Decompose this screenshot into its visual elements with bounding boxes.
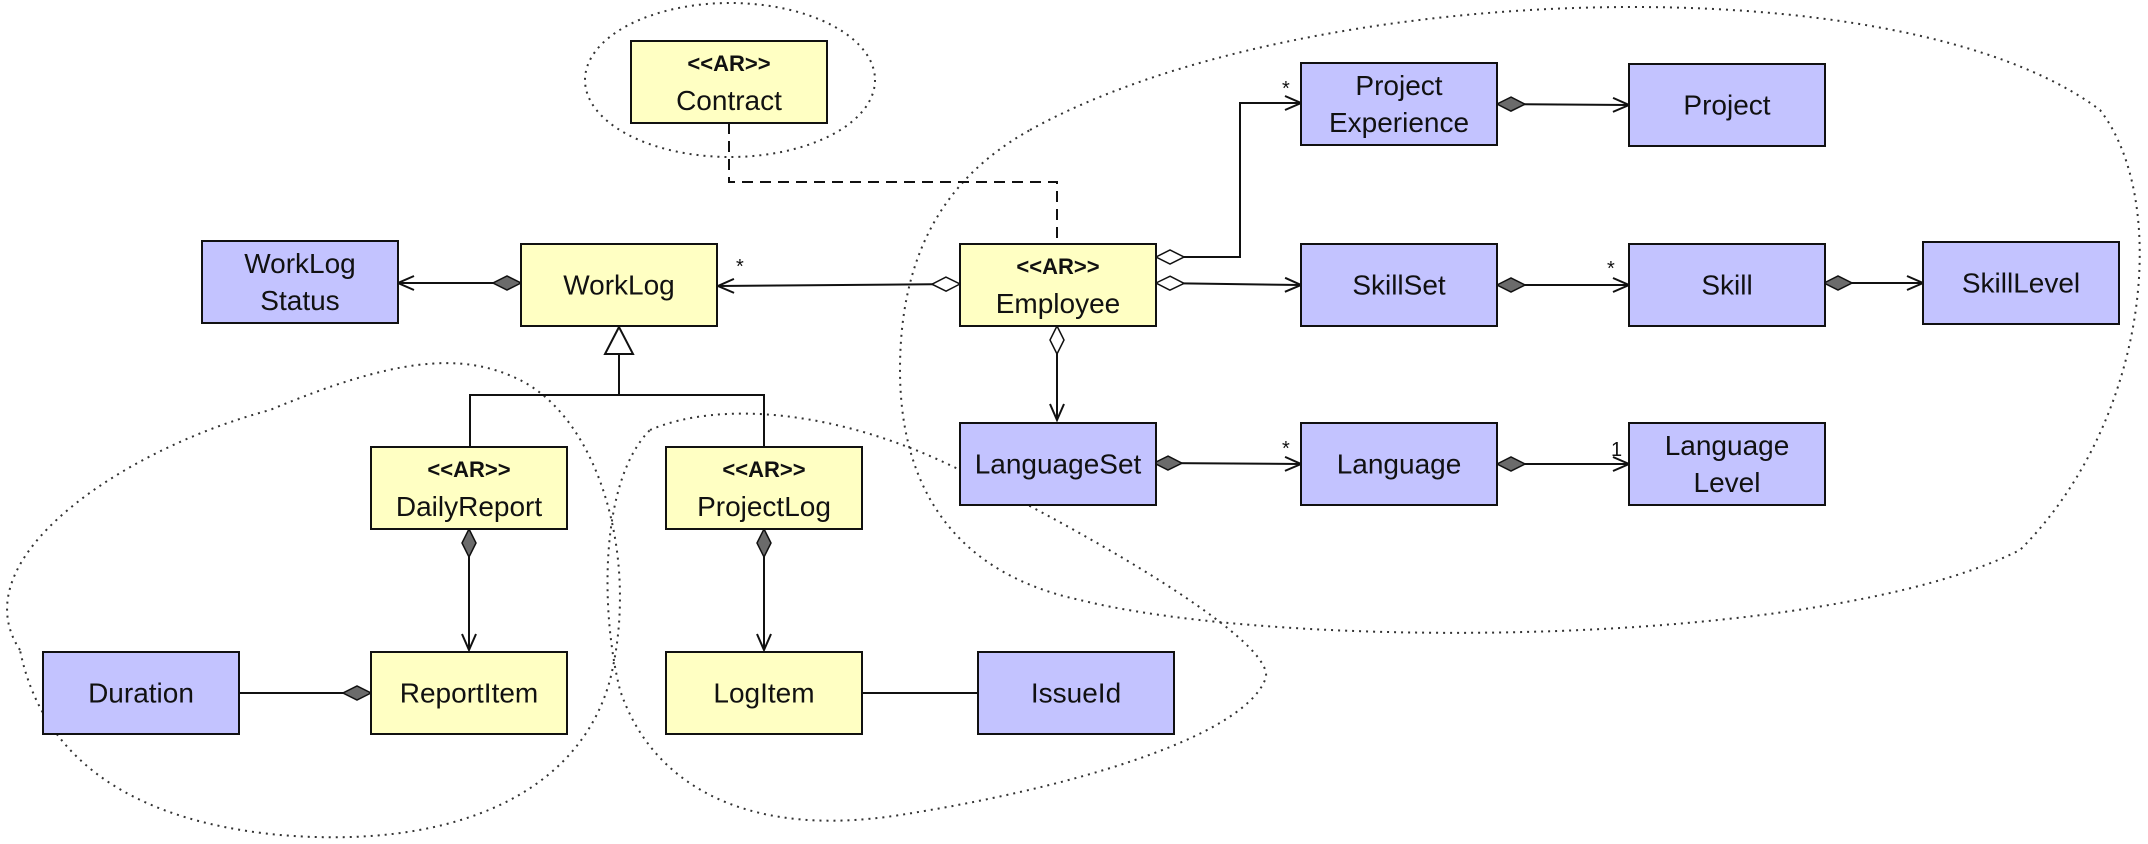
class-skill-level[interactable]: SkillLevel [1922,241,2120,325]
class-name: DailyReport [396,491,542,522]
class-box-rect [42,651,240,735]
class-box-rect [1628,243,1826,327]
class-box-rect [370,446,568,530]
class-skill-set[interactable]: SkillSet [1300,243,1498,327]
class-employee[interactable]: <<AR>> Employee [959,243,1157,327]
projectexperience-project-composition [1497,104,1629,105]
class-contract[interactable]: <<AR>> Contract [630,40,828,124]
class-stereotype: <<AR>> [687,51,770,76]
class-box-rect [959,243,1157,327]
employee-worklog-aggregation [718,284,960,286]
class-project[interactable]: Project [1628,63,1826,147]
multiplicity-language-languagelevel: 1 [1611,439,1622,461]
employee-aggregate-boundary [898,6,2141,634]
class-box-rect [665,651,863,735]
connectors [239,103,1923,693]
class-name: Status [260,285,339,316]
multiplicity-languageset-language: * [1282,438,1290,460]
worklog-generalization-triangle [603,324,635,355]
class-language-set[interactable]: LanguageSet [959,422,1157,506]
projectlog-aggregate-boundary [606,412,1268,822]
multiplicity-skillset-skill: * [1607,258,1615,280]
class-name: Level [1694,467,1761,498]
class-box-rect [665,446,863,530]
class-stereotype: <<AR>> [427,457,510,482]
class-name: WorkLog [563,270,675,301]
class-duration[interactable]: Duration [42,651,240,735]
class-name: Contract [676,85,782,116]
class-skill[interactable]: Skill [1628,243,1826,327]
class-worklog[interactable]: WorkLog [520,243,718,327]
class-daily-report[interactable]: <<AR>> DailyReport [370,446,568,530]
worklog-generalization-branches [469,394,765,446]
class-box-rect [977,651,1175,735]
class-box-rect [201,240,399,324]
class-report-item[interactable]: ReportItem [370,651,568,735]
employee-projectexperience-aggregation [1156,103,1301,257]
dailyreport-aggregate-boundary [6,362,621,839]
class-name: IssueId [1031,678,1121,709]
class-name: ProjectLog [697,491,831,522]
multiplicity-labels: * * * * 1 [736,78,1622,461]
class-language[interactable]: Language [1300,422,1498,506]
class-log-item[interactable]: LogItem [665,651,863,735]
multiplicity-employee-worklog: * [736,256,744,278]
class-name: Language [1665,430,1790,461]
class-name: SkillSet [1352,270,1446,301]
class-box-rect [1628,63,1826,147]
class-box-rect [1300,422,1498,506]
class-name: LanguageSet [975,449,1142,480]
multiplicity-employee-project-experience: * [1282,78,1290,100]
class-box-rect [1922,241,2120,325]
class-project-log[interactable]: <<AR>> ProjectLog [665,446,863,530]
contract-aggregate-boundary [584,2,876,158]
class-box-rect [959,422,1157,506]
class-name: Project [1683,90,1770,121]
class-name: Duration [88,678,194,709]
class-box-rect [520,243,718,327]
class-name: Skill [1701,270,1752,301]
class-box-rect [370,651,568,735]
class-name: WorkLog [244,248,356,279]
class-name: Language [1337,449,1462,480]
class-boxes: <<AR>> Contract <<AR>> Employee WorkLog Wo… [42,40,2120,735]
class-stereotype: <<AR>> [722,457,805,482]
class-stereotype: <<AR>> [1016,254,1099,279]
employee-skillset-aggregation [1156,283,1301,285]
class-box-rect [1300,243,1498,327]
class-box-rect [1628,422,1826,506]
class-name: SkillLevel [1962,268,2080,299]
class-name: ReportItem [400,678,539,709]
class-issue-id[interactable]: IssueId [977,651,1175,735]
contract-employee-dependency [728,123,1058,247]
aggregate-boundaries [6,2,2141,839]
languageset-language-composition [1154,463,1301,464]
class-name: Experience [1329,107,1469,138]
class-name: LogItem [713,678,814,709]
class-name: Employee [996,288,1121,319]
class-box-rect [630,40,828,124]
class-name: Project [1355,70,1442,101]
class-box-rect [1300,62,1498,146]
